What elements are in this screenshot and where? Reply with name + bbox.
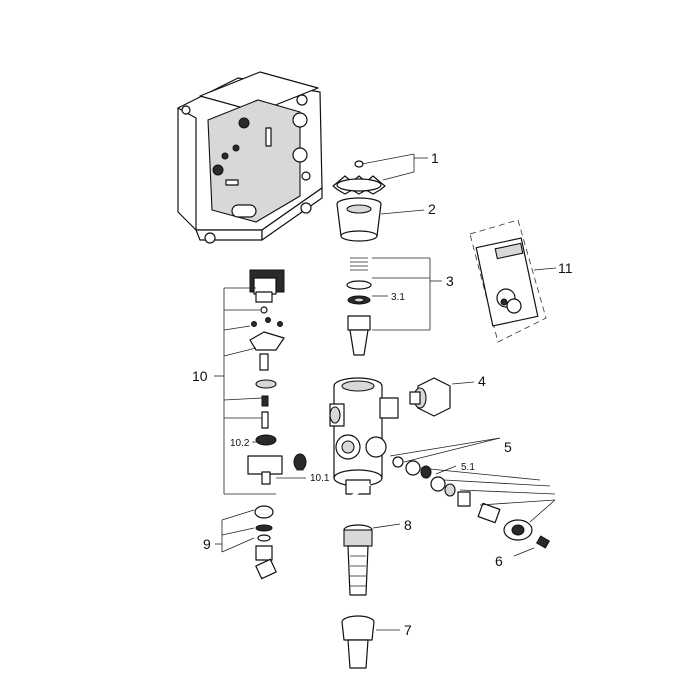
label-part-9: 9 — [203, 536, 211, 552]
part-6-screw — [513, 535, 551, 557]
part-3-piston-set — [346, 257, 442, 356]
label-part-10: 10 — [192, 368, 208, 384]
label-part-3: 3 — [446, 273, 454, 289]
installation-box — [177, 71, 323, 244]
label-part-10-1: 10.1 — [310, 473, 330, 484]
main-valve-body — [329, 377, 399, 495]
part-10-solenoid-set — [214, 269, 307, 495]
part-1-cap — [332, 153, 428, 195]
part-11-seal-kit — [469, 219, 557, 343]
part-8-filter — [343, 523, 401, 596]
label-part-8: 8 — [404, 517, 412, 533]
label-part-11: 11 — [558, 260, 573, 276]
label-part-2: 2 — [428, 201, 436, 217]
part-labels: 1 2 3 3.1 4 5 5.1 6 7 8 9 10 10.1 10.2 1… — [192, 150, 573, 638]
part-7-fitting — [341, 615, 400, 669]
label-part-3-1: 3.1 — [391, 292, 405, 303]
label-part-10-2: 10.2 — [230, 438, 250, 449]
part-5-seal-set — [389, 437, 556, 541]
part-4-nut — [409, 377, 475, 417]
part-2-housing — [336, 197, 425, 242]
label-part-1: 1 — [431, 150, 439, 166]
hose — [274, 482, 371, 572]
label-part-5: 5 — [504, 439, 512, 455]
label-part-6: 6 — [495, 553, 503, 569]
part-9-nut-set — [215, 505, 277, 580]
label-part-5-1: 5.1 — [461, 462, 475, 473]
label-part-4: 4 — [478, 373, 486, 389]
label-part-7: 7 — [404, 622, 412, 638]
